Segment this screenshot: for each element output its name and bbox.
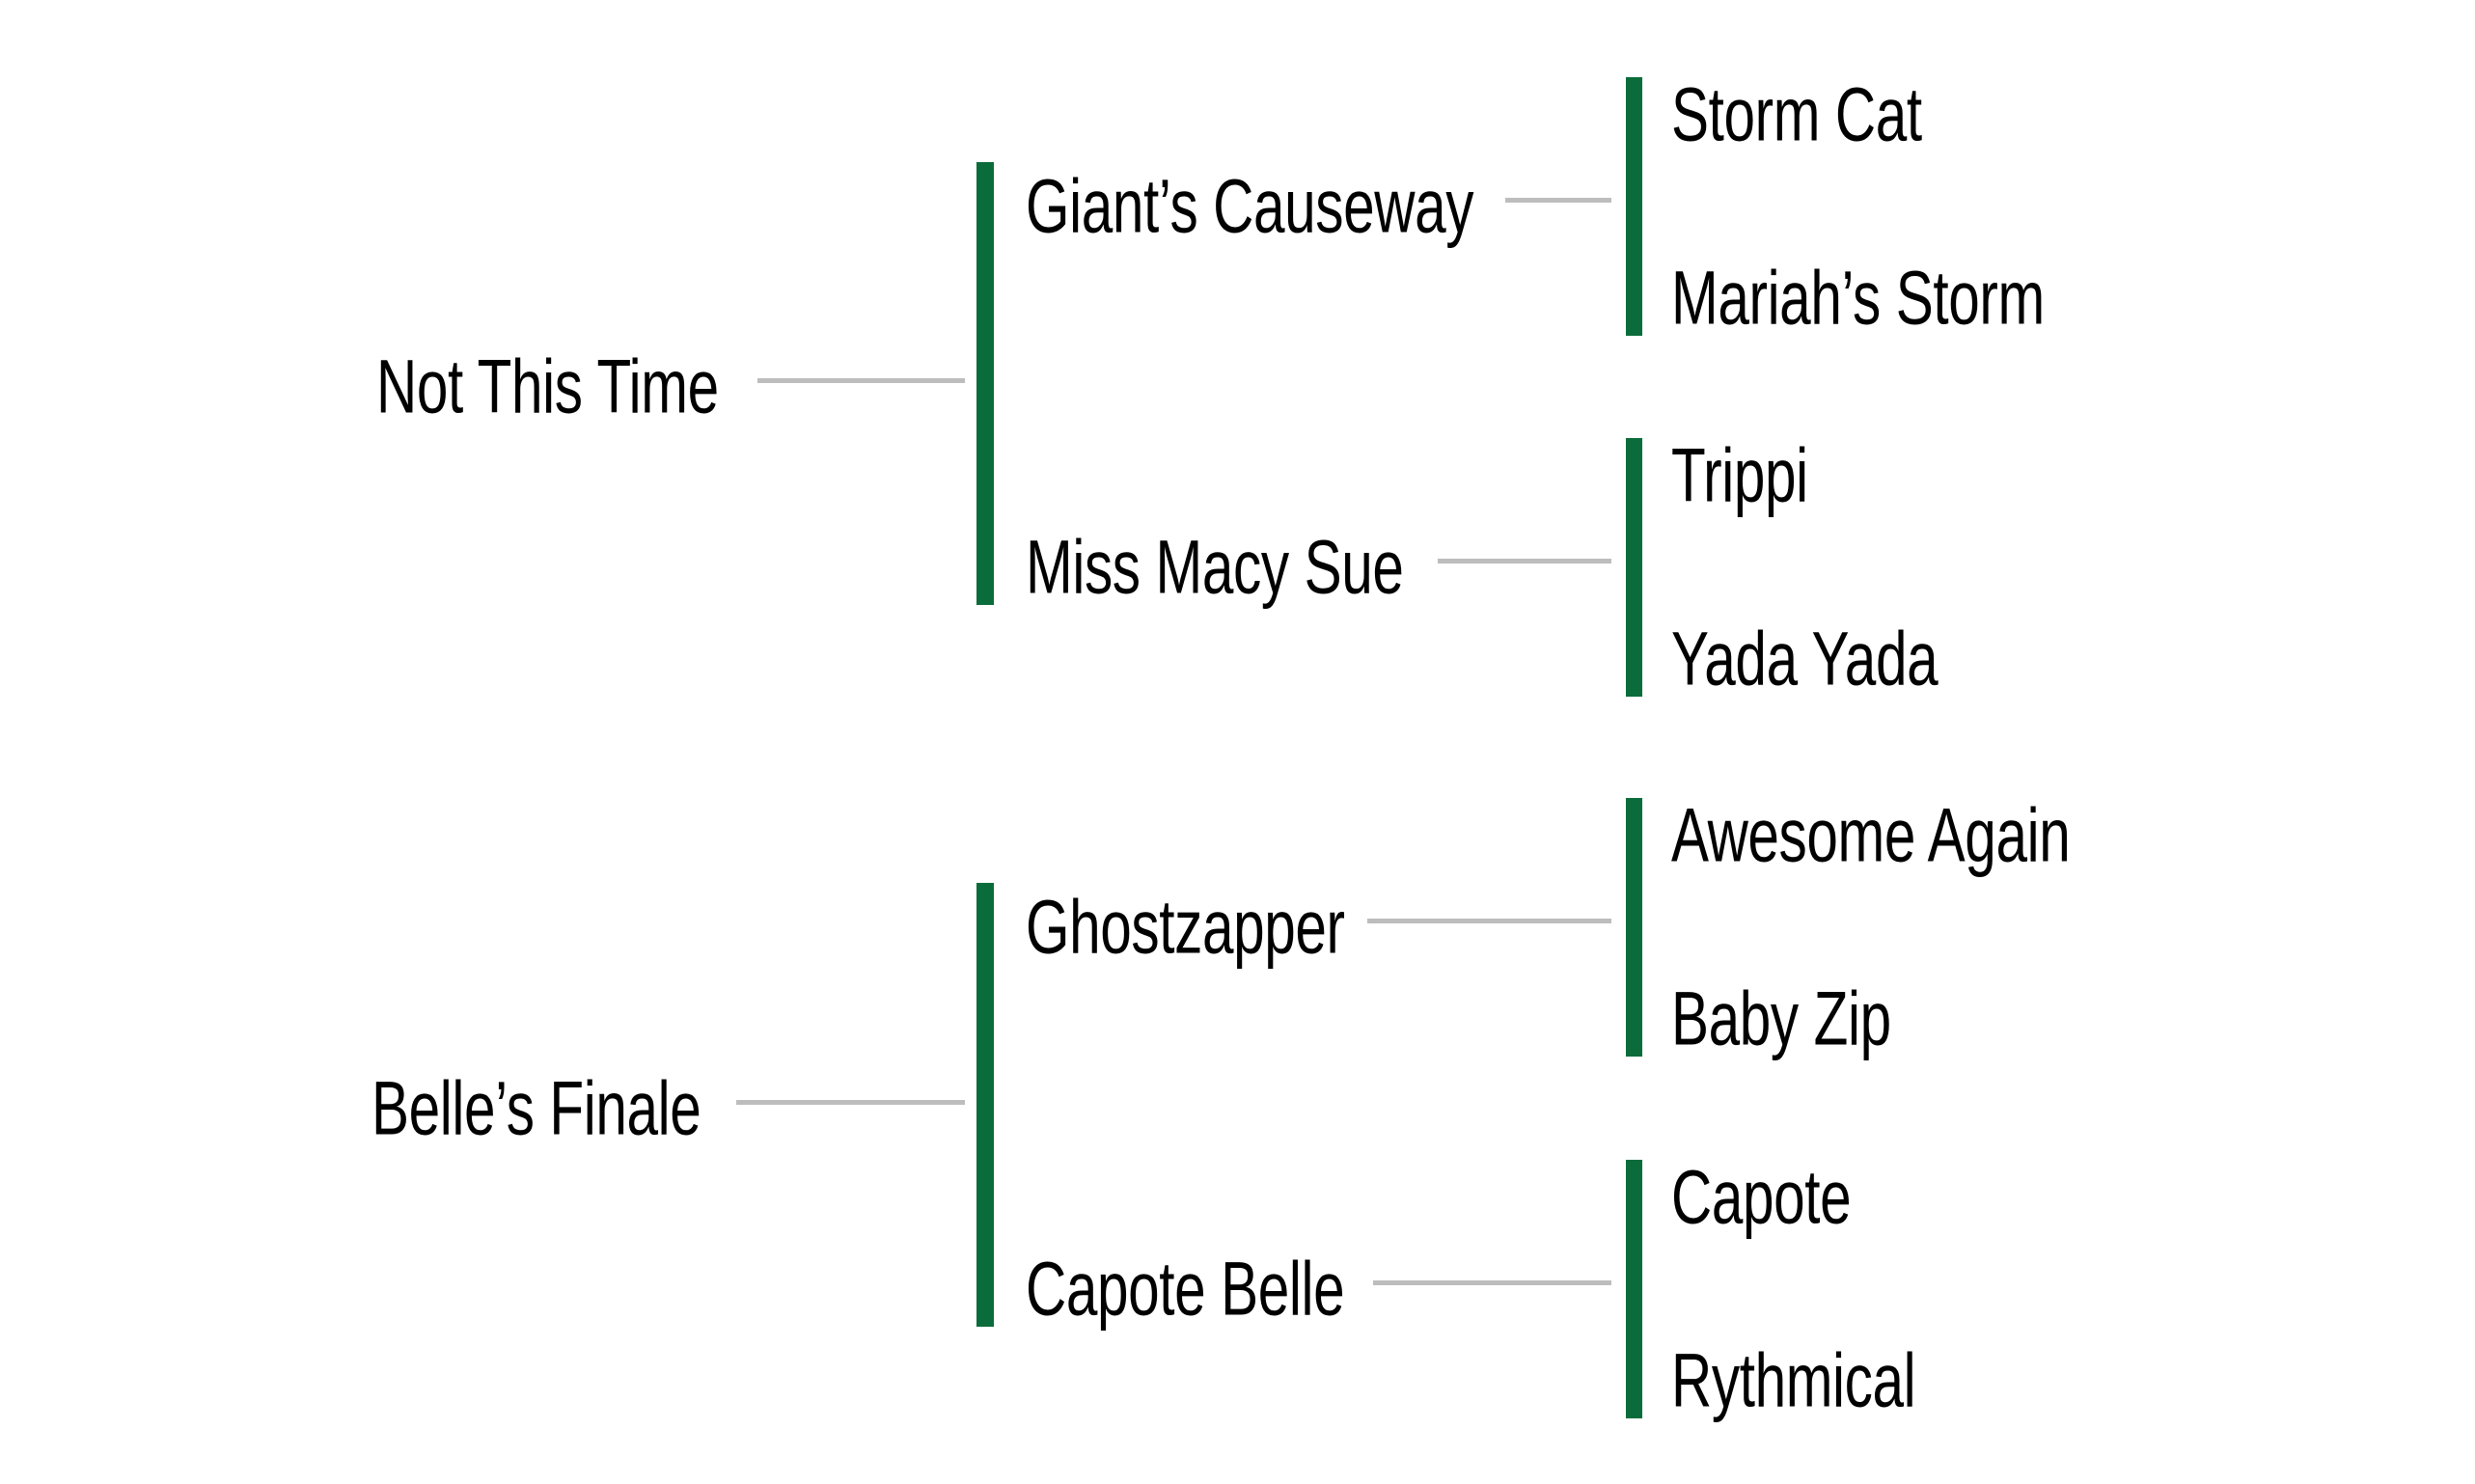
parents-bar-belles-finale [976,883,994,1327]
horse-name-miss-macy-sue: Miss Macy Sue [1026,523,1404,610]
horse-name-trippi: Trippi [1671,431,1808,518]
horse-name-not-this-time: Not This Time [376,343,719,429]
parents-bar-not-this-time [976,162,994,605]
parents-bar-giants-causeway [1626,77,1642,336]
horse-name-giants-causeway: Giant’s Causeway [1026,162,1474,249]
horse-name-awesome-again: Awesome Again [1671,791,2071,878]
connector-not-this-time [757,378,965,383]
horse-name-storm-cat: Storm Cat [1671,70,1922,157]
parents-bar-capote-belle [1626,1160,1642,1418]
horse-name-ghostzapper: Ghostzapper [1026,883,1345,970]
horse-name-mariahs-storm: Mariah’s Storm [1671,254,2045,341]
connector-belles-finale [736,1100,965,1105]
horse-name-baby-zip: Baby Zip [1671,975,1891,1061]
parents-bar-miss-macy-sue [1626,438,1642,697]
horse-name-yada-yada: Yada Yada [1671,615,1939,701]
connector-miss-macy-sue [1438,559,1611,563]
horse-name-capote: Capote [1671,1153,1852,1240]
horse-name-belles-finale: Belle’s Finale [371,1064,701,1151]
connector-capote-belle [1373,1280,1611,1285]
horse-name-capote-belle: Capote Belle [1026,1245,1345,1332]
horse-name-rythmical: Rythmical [1671,1336,1916,1423]
connector-giants-causeway [1505,198,1611,203]
parents-bar-ghostzapper [1626,798,1642,1057]
connector-ghostzapper [1367,919,1611,923]
